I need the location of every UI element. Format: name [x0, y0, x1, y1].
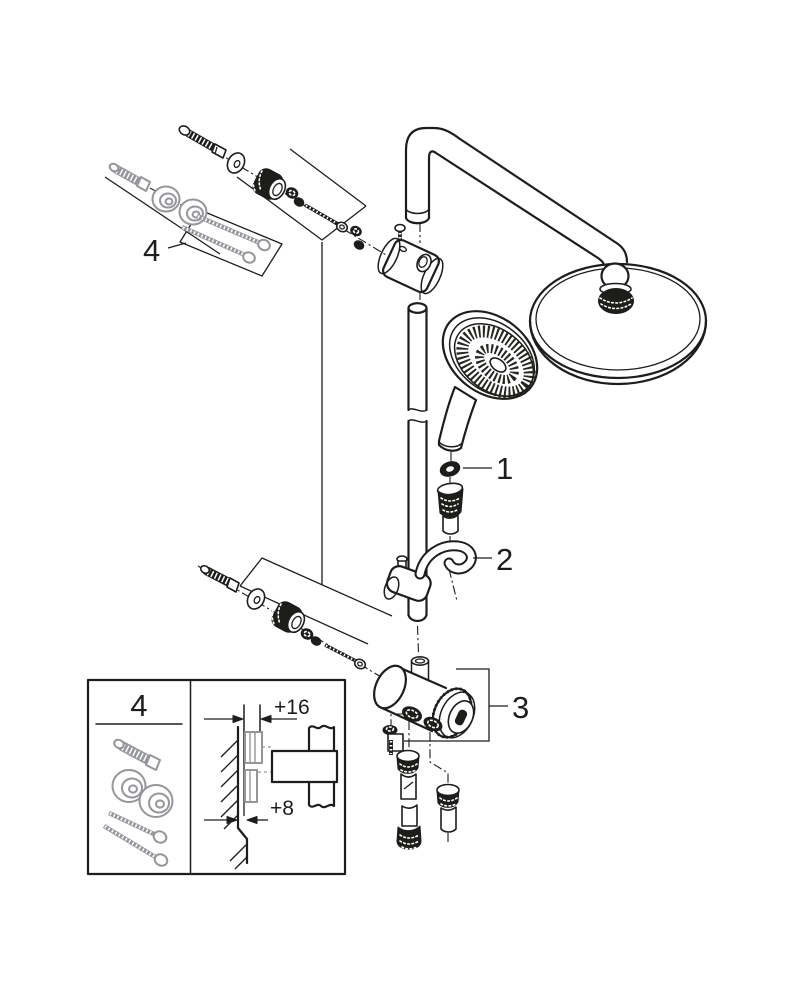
machine-screw — [304, 203, 365, 250]
wall-plug-gray — [108, 162, 151, 192]
hose-right — [436, 783, 460, 843]
hand-shower — [437, 310, 539, 452]
spray-face-texture — [456, 325, 536, 399]
inset-screws — [102, 810, 169, 867]
clamp-knob — [271, 601, 306, 634]
callout-4: 4 — [143, 233, 160, 268]
hose-left — [396, 749, 422, 850]
nuts — [300, 628, 322, 646]
washer — [246, 588, 266, 610]
callout-3: 3 — [512, 690, 529, 725]
wall-plug — [199, 564, 240, 593]
inset-wall-plug — [113, 738, 161, 771]
dim-top-label: +16 — [274, 696, 310, 719]
connection-hoses — [396, 721, 460, 850]
inset-label-4: 4 — [130, 688, 147, 723]
washer — [226, 152, 246, 174]
group-outline-frames — [104, 148, 393, 645]
dimension-plus16: +16 — [204, 696, 310, 723]
valve-fixing-screw — [382, 713, 404, 755]
callouts: 1 2 3 4 — [143, 233, 529, 742]
tiled-wall-lower — [229, 826, 249, 870]
callout-2: 2 — [496, 542, 513, 577]
shower-arm — [404, 126, 629, 268]
inset-fixing-set-panel: 4 — [95, 688, 183, 867]
rain-shower-head — [528, 262, 708, 386]
rail-tube-section — [270, 724, 339, 809]
hose-seal-and-union — [436, 452, 464, 542]
rail-break-mark — [407, 408, 428, 412]
inset-spacer-rollers — [111, 769, 174, 818]
nuts — [285, 187, 305, 207]
upper-fixing-hardware — [108, 125, 406, 264]
callout-1: 1 — [496, 451, 513, 486]
lower-fixing-hardware — [199, 564, 367, 670]
hand-shower-handle — [437, 385, 478, 452]
shower-holder-glide — [383, 540, 477, 602]
diverter-valve — [373, 655, 476, 755]
machine-screw — [324, 643, 367, 670]
inset-detail-box: 4 — [86, 678, 347, 876]
clamp-profiles — [244, 731, 290, 803]
inset-wall-section-panel: +16 — [204, 696, 339, 870]
wall-union-bracket — [377, 237, 444, 295]
knurled-connector-ring — [598, 288, 634, 314]
dimension-plus8: +8 — [204, 797, 294, 824]
mounting-screws-gray — [181, 213, 271, 264]
dim-bottom-label: +8 — [270, 797, 294, 820]
lag-screw — [178, 125, 227, 159]
clamp-knob — [252, 168, 287, 201]
